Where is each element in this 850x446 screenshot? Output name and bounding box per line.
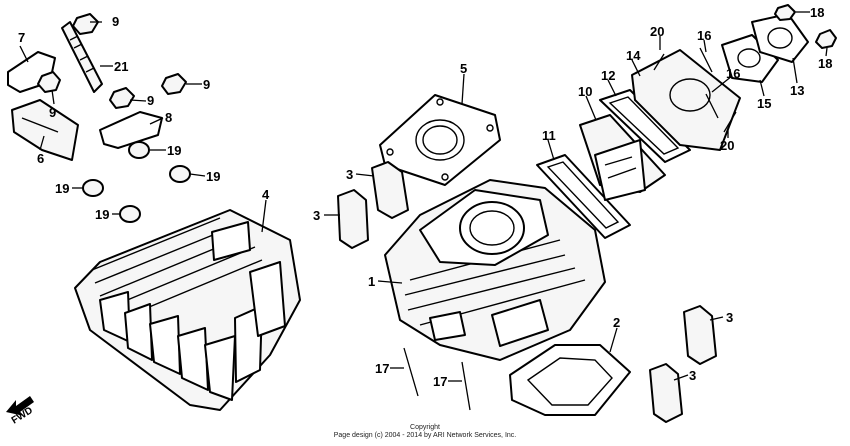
forward-direction-marker: FWD — [6, 396, 35, 427]
cylinder-head — [74, 209, 301, 411]
callout-3: 3 — [689, 368, 696, 383]
callout-9: 9 — [203, 77, 210, 92]
callout-2: 2 — [613, 315, 620, 330]
spark-plug — [61, 21, 103, 93]
callout-21: 21 — [114, 59, 128, 74]
callout-6: 6 — [37, 151, 44, 166]
callout-5: 5 — [460, 61, 467, 76]
cylinder — [384, 179, 606, 361]
leader-lines — [19, 11, 828, 382]
callout-15: 15 — [757, 96, 771, 111]
callout-16: 16 — [697, 28, 711, 43]
callout-17: 17 — [433, 374, 447, 389]
callout-3: 3 — [313, 208, 320, 223]
callout-numbers: 9 21 7 9 9 9 8 6 19 19 19 19 4 5 3 3 1 2… — [18, 5, 832, 389]
callout-19: 19 — [55, 181, 69, 196]
callout-18: 18 — [810, 5, 824, 20]
callout-13: 13 — [790, 83, 804, 98]
intake-group — [631, 13, 809, 151]
nuts — [37, 4, 837, 223]
callout-9: 9 — [49, 105, 56, 120]
callout-19: 19 — [167, 143, 181, 158]
callout-17: 17 — [375, 361, 389, 376]
callout-4: 4 — [262, 187, 270, 202]
callout-19: 19 — [206, 169, 220, 184]
callout-18: 18 — [818, 56, 832, 71]
copyright-notice: Page design (c) 2004 - 2014 by ARI Netwo… — [333, 432, 517, 439]
callout-14: 14 — [626, 48, 641, 63]
callout-8: 8 — [165, 110, 172, 125]
copyright-line: Copyright — [410, 424, 440, 431]
callout-3: 3 — [726, 310, 733, 325]
callout-12: 12 — [601, 68, 615, 83]
callout-10: 10 — [578, 84, 592, 99]
callout-19: 19 — [95, 207, 109, 222]
callout-7: 7 — [18, 30, 25, 45]
arrow-icon — [6, 396, 34, 416]
callout-9: 9 — [112, 14, 119, 29]
callout-3: 3 — [346, 167, 353, 182]
small-brackets — [7, 51, 163, 161]
callout-16: 16 — [726, 66, 740, 81]
callout-20: 20 — [720, 138, 734, 153]
nut-stacks — [337, 161, 717, 423]
callout-1: 1 — [368, 274, 375, 289]
base-gasket — [509, 344, 631, 416]
callout-20: 20 — [650, 24, 664, 39]
callout-11: 11 — [542, 128, 556, 143]
studs — [403, 47, 737, 411]
callout-9: 9 — [147, 93, 154, 108]
reed-valve-group — [536, 89, 691, 239]
